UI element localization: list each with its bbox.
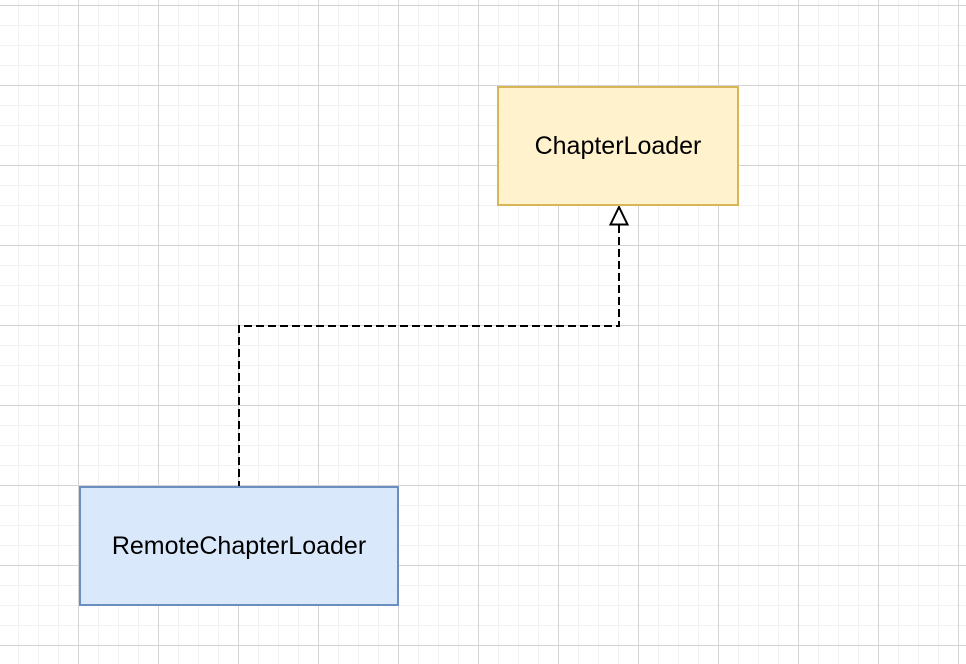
hollow-triangle-arrowhead-icon: [608, 204, 630, 226]
node-chapter-loader-label: ChapterLoader: [534, 131, 702, 160]
realization-edge[interactable]: [238, 204, 630, 486]
node-remote-chapter-loader[interactable]: RemoteChapterLoader: [79, 486, 399, 606]
node-remote-chapter-loader-label: RemoteChapterLoader: [111, 531, 367, 560]
realization-edge-line[interactable]: [238, 225, 620, 486]
node-chapter-loader[interactable]: ChapterLoader: [497, 86, 739, 206]
